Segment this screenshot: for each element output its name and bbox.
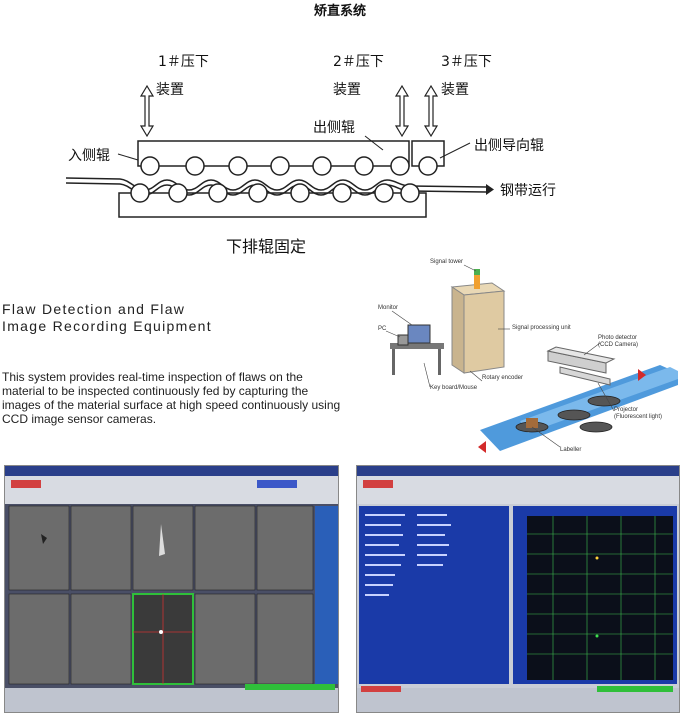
press-1-label: 1＃压下 (158, 54, 209, 70)
exit-guide-roll-label: 出侧导向辊 (474, 138, 544, 154)
press-2-label: 2＃压下 (333, 54, 384, 70)
strip-in-arrow (478, 441, 486, 453)
section-description: This system provides real-time inspectio… (2, 370, 341, 426)
equipment-illustration: Signal tower Monitor PC Signal processin… (360, 255, 678, 465)
conveyor-rollers (515, 395, 621, 433)
strip-out-arrow (638, 369, 646, 381)
press-3-device-label: 装置 (441, 82, 469, 98)
projector (559, 366, 611, 386)
steel-strip (65, 177, 487, 191)
side-panel (315, 506, 338, 684)
fluorescent-light-label: (Fluorescent light) (614, 414, 663, 420)
signal-tower (474, 273, 480, 289)
section-title-line1: Flaw Detection and Flaw (2, 301, 186, 317)
flaw-map-grid (357, 506, 679, 712)
labeller-label: Labeller (560, 447, 582, 453)
monitor-label: Monitor (378, 305, 399, 311)
page-title: 矫直系统 (313, 4, 366, 19)
press-arrows (139, 84, 439, 138)
rotary-encoder-label: Rotary encoder (482, 375, 524, 381)
labeller (526, 418, 538, 428)
exit-roll-label: 出侧辊 (313, 120, 355, 136)
projector-label: Projector (614, 407, 639, 413)
signal-processing-label: Signal processing unit (512, 325, 571, 331)
map-plot-area (527, 516, 673, 680)
press-3-label: 3＃压下 (441, 54, 492, 70)
photo-detector-label: Photo detector (598, 335, 638, 341)
leveller-diagram: 1＃压下 装置 2＃压下 装置 3＃压下 装置 出侧辊 入侧辊 出侧导向辊 钢带… (0, 0, 680, 260)
screen-titlebar (5, 466, 338, 476)
flaw-image-screen (4, 465, 339, 713)
strip-direction-arrow (486, 184, 494, 195)
section-title-line2: Image Recording Equipment (2, 318, 212, 334)
pc-desk (390, 343, 444, 349)
upper-rolls (140, 156, 438, 176)
section-title: Flaw Detection and Flaw Image Recording … (2, 301, 212, 335)
press-2-device-label: 装置 (333, 82, 361, 98)
toolbar-blue-button (257, 480, 297, 488)
signal-tower-label: Signal tower (430, 259, 464, 265)
monitor (407, 324, 431, 344)
thumbnail-grid (5, 504, 338, 712)
pc-label: PC (378, 326, 387, 332)
signal-processing-cabinet (463, 290, 505, 374)
keyboard-mouse-label: Key board/Mouse (430, 385, 478, 391)
bottom-fixed-label: 下排辊固定 (226, 237, 307, 256)
lower-rolls (130, 183, 420, 203)
toolbar-red-button (11, 480, 41, 488)
ccd-camera-label: (CCD Camera) (598, 342, 639, 348)
entry-roll-label: 入侧辊 (68, 148, 110, 164)
pc-unit (397, 334, 409, 346)
lower-roll-frame (118, 192, 427, 218)
strip-run-label: 钢带运行 (500, 183, 556, 199)
press-1-device-label: 装置 (156, 82, 184, 98)
flaw-map-screen (356, 465, 680, 713)
